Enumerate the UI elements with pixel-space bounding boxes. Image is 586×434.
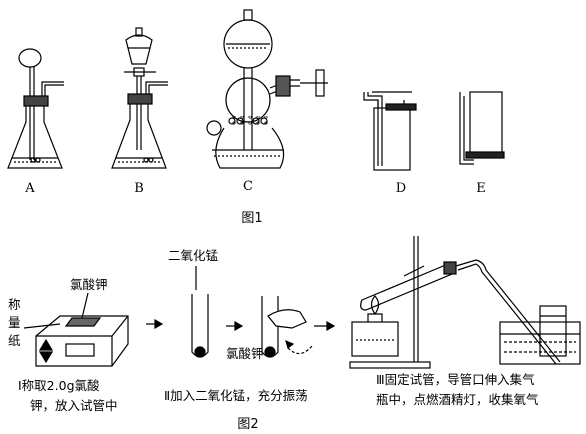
label-e: E xyxy=(476,181,486,196)
figure1-caption: 图1 xyxy=(241,211,262,226)
apparatus-a: A xyxy=(7,48,64,196)
tube-label: 氯酸钾 xyxy=(226,346,264,361)
arrow-1 xyxy=(146,318,164,330)
step3-caption-line2: 瓶中，点燃酒精灯，收集氧气 xyxy=(376,392,539,407)
label-d: D xyxy=(396,181,406,196)
label-a: A xyxy=(24,181,35,196)
step1-balance: 氯酸钾 称 量 纸 xyxy=(8,277,129,367)
figure2-caption: 图2 xyxy=(237,417,258,432)
apparatus-d: D xyxy=(363,91,417,196)
step1-caption-line1: Ⅰ称取2.0g氯酸 xyxy=(18,378,100,393)
step3-caption-line1: Ⅲ固定试管，导管口伸入集气 xyxy=(376,372,535,387)
label-kclo3: 氯酸钾 xyxy=(70,277,108,292)
step2-tubes: 二氧化锰 氯酸钾 xyxy=(168,248,313,361)
step1-caption-line2: 钾，放入试管中 xyxy=(30,398,118,413)
apparatus-e: E xyxy=(459,91,505,196)
paper-label-1: 称 xyxy=(8,297,21,312)
apparatus-c: C xyxy=(206,9,328,194)
apparatus-b: B xyxy=(111,27,168,196)
label-c: C xyxy=(243,179,253,194)
arrow-2 xyxy=(314,320,336,332)
label-b: B xyxy=(134,181,144,196)
paper-label-2: 量 xyxy=(8,315,21,330)
step3-setup xyxy=(349,236,581,369)
label-mno2: 二氧化锰 xyxy=(168,248,219,263)
paper-label-3: 纸 xyxy=(8,333,21,348)
step2-caption: Ⅱ加入二氧化锰，充分振荡 xyxy=(164,388,308,403)
